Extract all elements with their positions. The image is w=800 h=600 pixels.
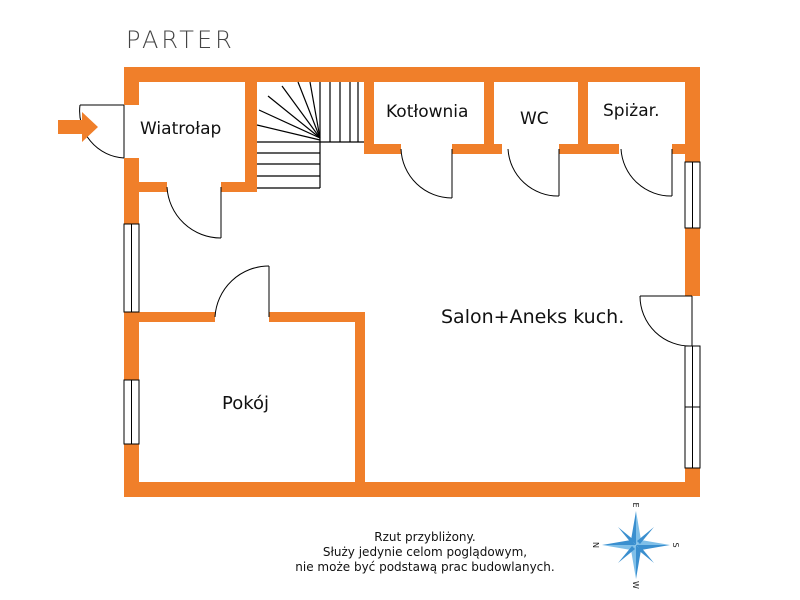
entry-arrow-icon [58,112,98,142]
room-label-wc: WC [520,109,549,129]
wall-pantry-bottom [672,144,692,154]
wall-right-mid [685,228,700,296]
wall-left-bottom [124,444,139,497]
wall-room-top-right [269,312,365,322]
wall-wc-left [484,80,494,152]
wall-left-mid2 [124,312,139,380]
room-label-pantry: Spiżar. [603,101,659,121]
wall-right-top [685,67,700,162]
compass-n: N [591,542,600,548]
wall-vestibule-bottom-left [139,182,167,192]
wall-boiler-bottom2 [452,144,502,154]
compass-e: E [631,502,640,507]
plan-title: PARTER [126,26,235,54]
room-label-room: Pokój [222,393,269,414]
compass-w: W [631,581,640,589]
pantry-door [620,148,673,197]
compass-s: S [671,542,680,547]
entry-door [79,104,125,159]
wall-left-top [124,67,139,105]
wall-right-bottom [685,468,700,497]
window-left-2 [123,379,140,445]
window-right-2 [684,345,701,469]
room-door [214,265,270,318]
window-left-1 [123,223,140,313]
terrace-door [639,295,693,347]
compass-rose-icon: N E S W [591,502,680,589]
wall-room-right [355,312,365,487]
room-label-boiler: Kotłownia [386,102,468,122]
window-right-1 [684,161,701,229]
wall-wc-bottom [559,144,619,154]
doors [79,104,693,347]
windows [123,161,701,469]
note-line-1: Rzut przybliżony. [374,530,475,544]
wc-door [507,148,560,197]
walls [124,67,700,497]
wall-room-top-left [139,312,215,322]
wall-left-mid [124,158,139,224]
note-line-2: Służy jedynie celom poglądowym, [323,545,527,559]
room-label-living-kitchen: Salon+Aneks kuch. [441,306,624,328]
note-line-3: nie może być podstawą prac budowlanych. [295,560,554,574]
wall-boiler-bottom [364,144,401,154]
vestibule-door [166,186,222,239]
wall-wc-right [578,80,588,152]
room-label-vestibule: Wiatrołap [140,119,221,139]
wall-top [124,67,700,82]
disclaimer-note: Rzut przybliżony. Służy jedynie celom po… [295,530,554,574]
wall-vestibule-right [245,80,257,188]
wall-vestibule-bottom-right [221,182,257,192]
boiler-door [400,148,453,199]
wall-bottom [124,482,700,497]
wall-boiler-left [364,80,374,152]
staircase [256,81,364,189]
